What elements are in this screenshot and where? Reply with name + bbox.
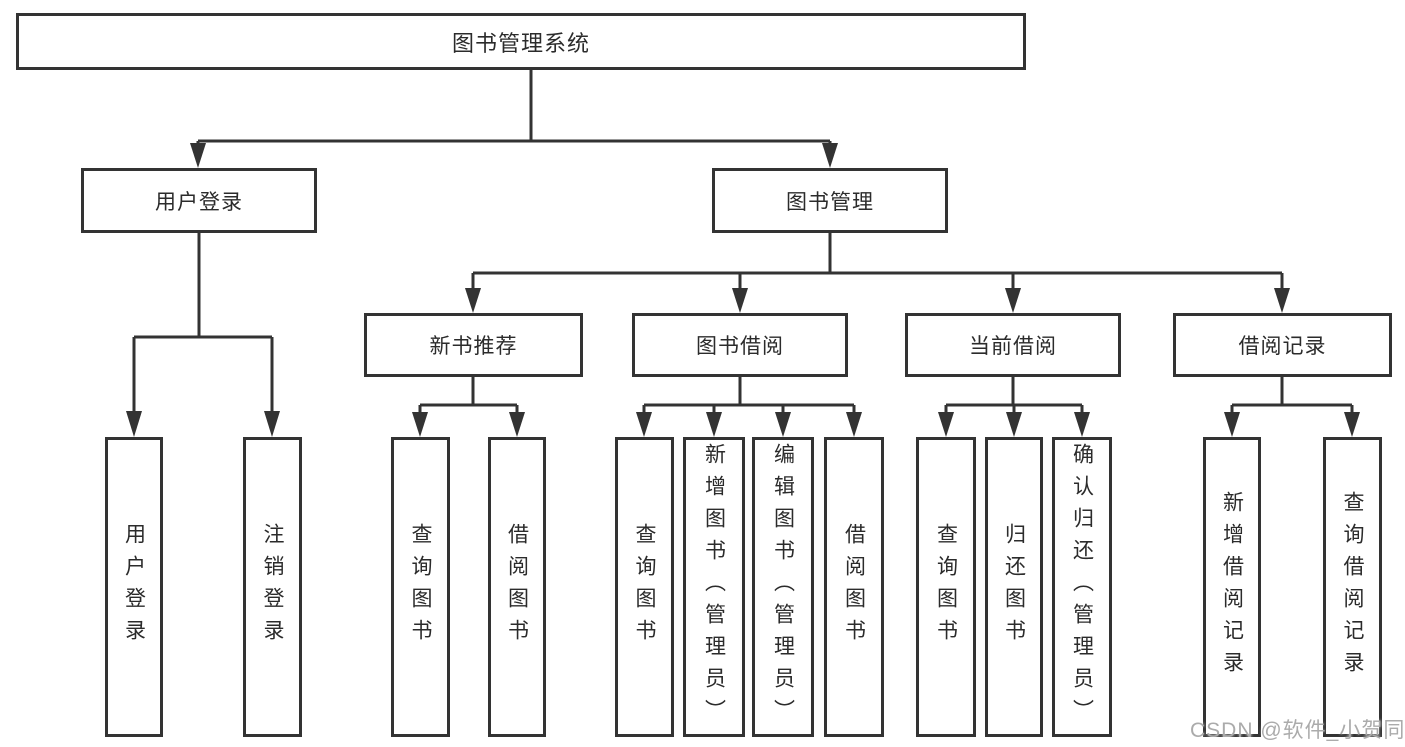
leaf-edit-book-admin-label: 编辑图书（管理员） bbox=[771, 443, 795, 731]
node-new-book-recommend: 新书推荐 bbox=[364, 313, 583, 377]
leaf-add-book-admin-label: 新增图书（管理员） bbox=[702, 443, 726, 731]
node-borrow-records: 借阅记录 bbox=[1173, 313, 1392, 377]
node-book-management: 图书管理 bbox=[712, 168, 948, 233]
leaf-add-book-admin: 新增图书（管理员） bbox=[683, 437, 745, 737]
leaf-borrow-book-recommend: 借阅图书 bbox=[488, 437, 546, 737]
leaf-query-book-current-label: 查询图书 bbox=[934, 523, 958, 651]
leaf-add-borrow-record: 新增借阅记录 bbox=[1203, 437, 1261, 737]
leaf-logout: 注销登录 bbox=[243, 437, 302, 737]
leaf-confirm-return-admin: 确认归还（管理员） bbox=[1052, 437, 1112, 737]
node-current-borrow-label: 当前借阅 bbox=[969, 335, 1057, 358]
node-new-book-recommend-label: 新书推荐 bbox=[429, 335, 518, 358]
leaf-query-borrow-record: 查询借阅记录 bbox=[1323, 437, 1382, 737]
leaf-confirm-return-admin-label: 确认归还（管理员） bbox=[1070, 443, 1094, 731]
leaf-logout-label: 注销登录 bbox=[261, 523, 284, 651]
leaf-query-book-recommend-label: 查询图书 bbox=[409, 523, 432, 651]
csdn-watermark: CSDN @软件_小贺同学 bbox=[1190, 719, 1405, 742]
leaf-edit-book-admin: 编辑图书（管理员） bbox=[752, 437, 814, 737]
leaf-borrow-book-recommend-label: 借阅图书 bbox=[505, 523, 529, 651]
node-root: 图书管理系统 bbox=[16, 13, 1026, 70]
arrowheads bbox=[126, 143, 1360, 437]
leaf-borrow-book-label: 借阅图书 bbox=[842, 523, 866, 651]
node-current-borrow: 当前借阅 bbox=[905, 313, 1121, 377]
leaf-query-borrow-record-label: 查询借阅记录 bbox=[1341, 491, 1364, 683]
node-book-borrow-label: 图书借阅 bbox=[696, 335, 784, 358]
node-borrow-records-label: 借阅记录 bbox=[1238, 335, 1327, 358]
leaf-query-book-current: 查询图书 bbox=[916, 437, 976, 737]
leaf-borrow-book: 借阅图书 bbox=[824, 437, 884, 737]
leaf-add-borrow-record-label: 新增借阅记录 bbox=[1220, 491, 1244, 683]
node-book-management-label: 图书管理 bbox=[786, 190, 874, 214]
leaf-query-book-recommend: 查询图书 bbox=[391, 437, 450, 737]
node-user-login: 用户登录 bbox=[81, 168, 317, 233]
leaf-user-login: 用户登录 bbox=[105, 437, 163, 737]
leaf-user-login-label: 用户登录 bbox=[122, 523, 146, 651]
node-root-label: 图书管理系统 bbox=[451, 30, 590, 56]
leaf-query-book-borrow-label: 查询图书 bbox=[633, 523, 656, 651]
leaf-return-book: 归还图书 bbox=[985, 437, 1043, 737]
leaf-query-book-borrow: 查询图书 bbox=[615, 437, 674, 737]
leaf-return-book-label: 归还图书 bbox=[1002, 523, 1026, 651]
node-user-login-label: 用户登录 bbox=[155, 190, 243, 214]
node-book-borrow: 图书借阅 bbox=[632, 313, 848, 377]
